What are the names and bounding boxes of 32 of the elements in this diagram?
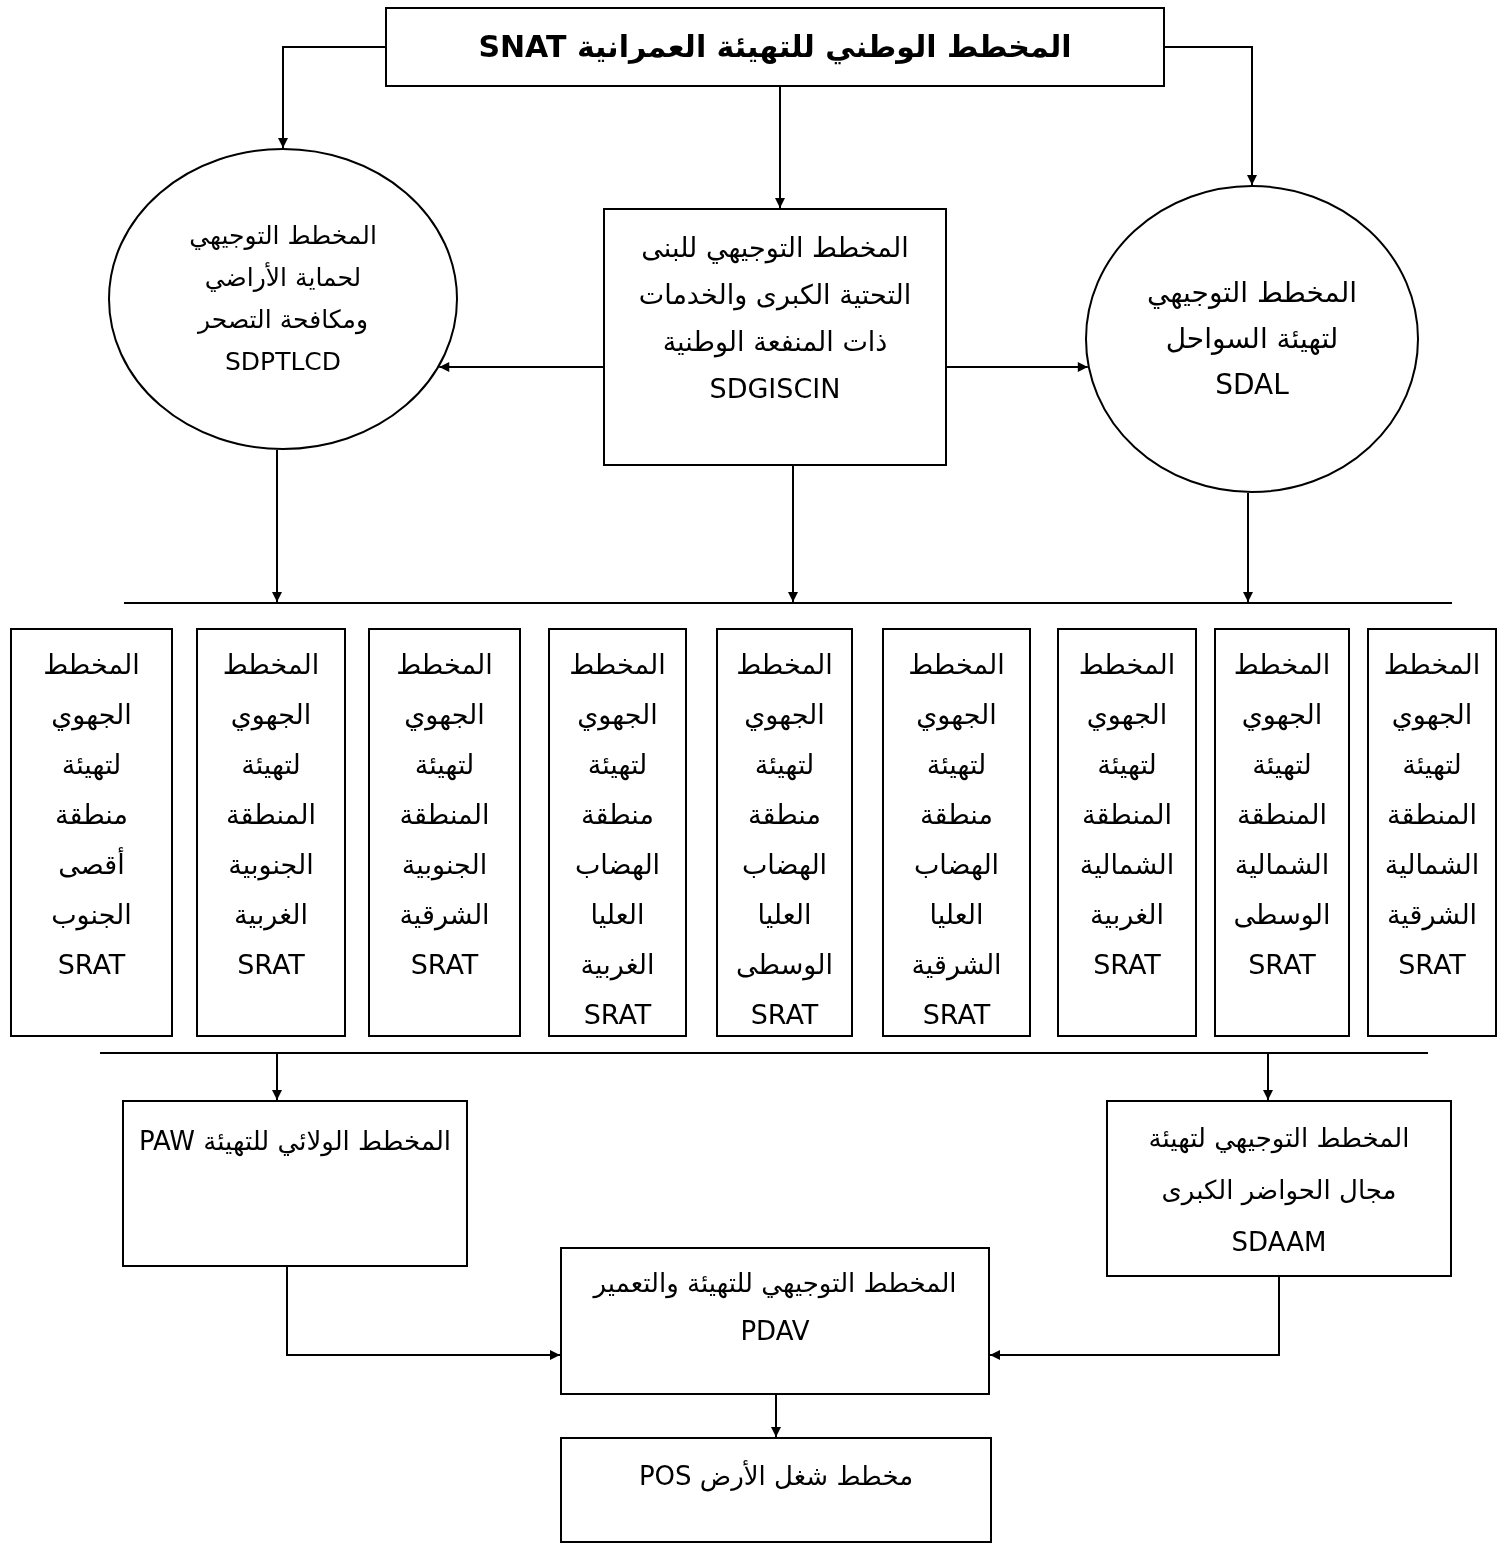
arrow [946,362,1089,372]
plan-box: المخطط الجهوي لتهيئة منطقة الهضاب العليا الغربية SRAT [548,628,687,1037]
plan-ellipse: المخطط التوجيهي لتهيئة السواحل SDAL [1085,185,1419,493]
arrow [1263,1053,1273,1101]
plan-box: المخطط الولائي للتهيئة PAW [122,1100,468,1267]
plan-box: المخطط الجهوي لتهيئة المنطقة الشمالية الشرقية SRAT [1367,628,1497,1037]
bus-line [100,1052,1428,1054]
plan-box: المخطط الجهوي لتهيئة منطقة أقصى الجنوب SRAT [10,628,173,1037]
arrow [1164,46,1257,186]
arrow [286,1266,561,1360]
arrow [1243,492,1253,603]
title-box: المخطط الوطني للتهيئة العمرانية SNAT [385,7,1165,87]
arrow [438,362,604,372]
plan-box: المخطط التوجيهي لتهيئة مجال الحواضر الكبرى SDAAM [1106,1100,1452,1277]
plan-box: المخطط الجهوي لتهيئة المنطقة الجنوبية الغربية SRAT [196,628,346,1037]
arrow [788,465,798,603]
plan-box: المخطط التوجيهي للتهيئة والتعمير PDAV [560,1247,990,1395]
plan-box: المخطط التوجيهي للبنى التحتية الكبرى والخدمات ذات المنفعة الوطنية SDGISCIN [603,208,947,466]
plan-box: المخطط الجهوي لتهيئة منطقة الهضاب العليا الوسطى SRAT [716,628,853,1037]
arrow [771,1394,781,1438]
arrow [272,449,282,603]
plan-box: المخطط الجهوي لتهيئة المنطقة الشمالية الوسطى SRAT [1214,628,1350,1037]
arrow [278,46,386,149]
arrow [272,1053,282,1101]
arrow [989,1276,1280,1360]
plan-ellipse: المخطط التوجيهي لحماية الأراضي ومكافحة التصحر SDPTLCD [108,148,458,450]
plan-box: المخطط الجهوي لتهيئة المنطقة الشمالية الغربية SRAT [1057,628,1197,1037]
bus-line [124,602,1452,604]
plan-box: مخطط شغل الأرض POS [560,1437,992,1543]
plan-box: المخطط الجهوي لتهيئة المنطقة الجنوبية الشرقية SRAT [368,628,521,1037]
arrow [775,86,785,209]
plan-box: المخطط الجهوي لتهيئة منطقة الهضاب العليا الشرقية SRAT [882,628,1031,1037]
